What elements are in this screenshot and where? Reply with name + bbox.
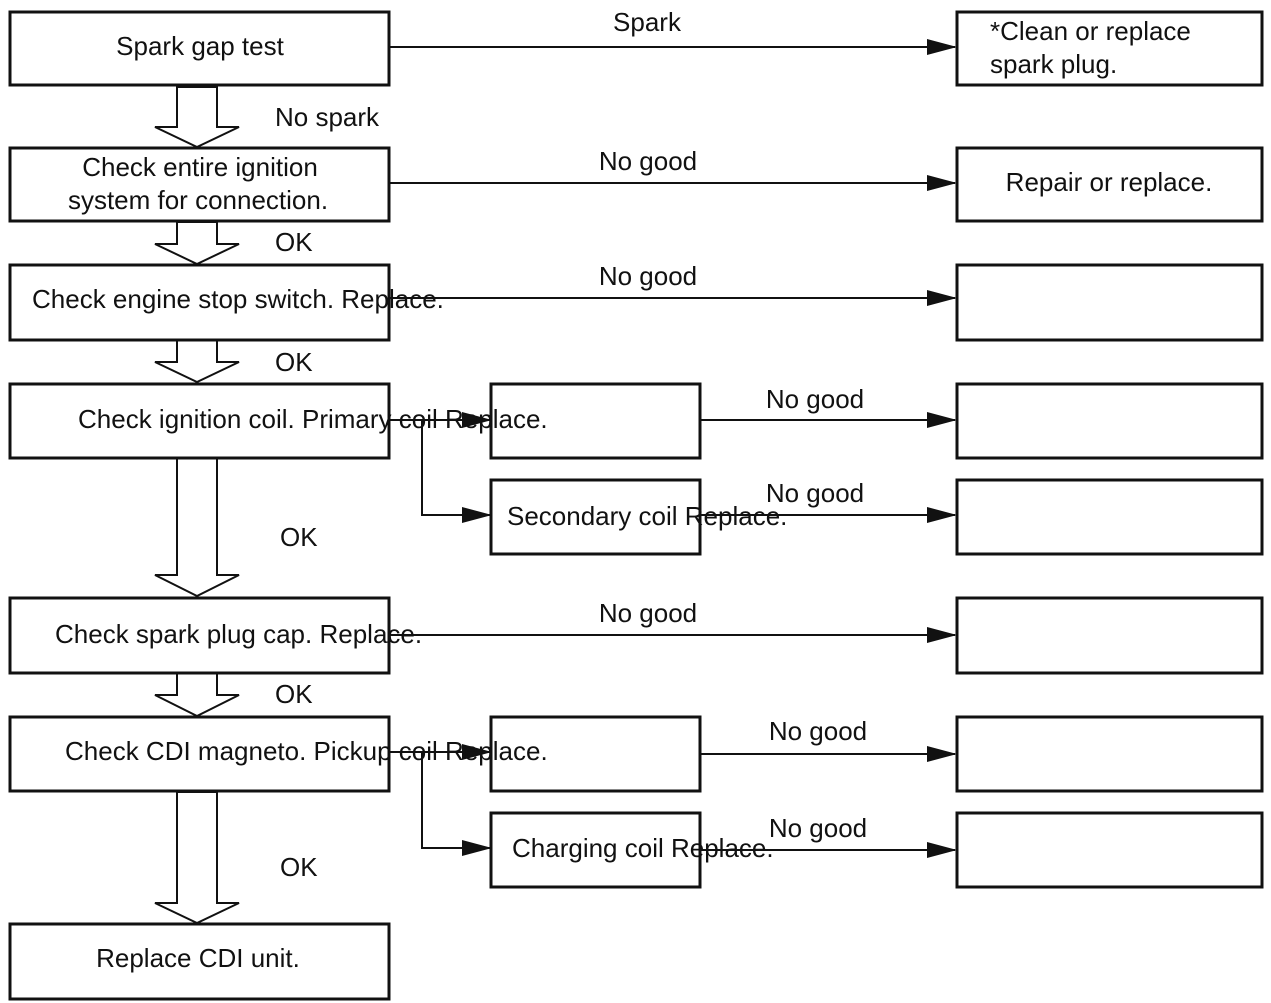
down-arrow-4 [154,457,240,598]
down-arrow-5 [154,672,240,718]
label-ok-3: OK [280,522,318,552]
node-labels: Spark gap test *Clean or replace spark p… [32,16,1212,973]
box-primary-coil [489,382,702,460]
label-no-good-5: No good [599,598,697,628]
box-check-cdi-magneto [8,715,391,793]
node-repair-or-replace: Repair or replace. [1006,167,1213,197]
label-no-good-1: No good [599,146,697,176]
down-arrows [154,86,240,925]
label-no-good-6: No good [769,716,867,746]
box-check-engine-stop-switch [8,263,391,342]
box-result-charging [955,811,1264,889]
box-result-engine-stop [955,263,1264,342]
label-spark: Spark [613,7,682,37]
arrow-to-charging-coil [421,752,492,856]
node-check-engine-stop-switch: Check engine stop switch. Replace. [32,284,444,314]
box-check-ignition-coil [8,382,391,460]
label-no-good-7: No good [769,813,867,843]
box-pickup-coil [489,715,702,793]
node-check-spark-plug-cap: Check spark plug cap. Replace. [55,619,422,649]
box-result-primary [955,382,1264,460]
label-ok-1: OK [275,227,313,257]
box-result-pickup [955,715,1264,793]
node-check-ignition-coil-primary: Check ignition coil. Primary coil Replac… [78,404,548,434]
box-check-spark-plug-cap [8,596,391,675]
arrow-to-secondary-coil [421,420,492,523]
label-ok-5: OK [280,852,318,882]
box-repair-replace [955,146,1264,223]
box-clean-replace [955,10,1264,87]
box-spark-gap-test [8,10,391,87]
down-arrow-3 [154,339,240,384]
down-arrow-6 [154,791,240,925]
node-clean-replace-line1: *Clean or replace [990,16,1191,46]
label-no-spark: No spark [275,102,380,132]
node-check-ignition-system-line2: system for connection. [68,185,328,215]
label-ok-2: OK [275,347,313,377]
boxes [8,10,1264,1001]
down-arrow-1 [154,86,240,149]
node-clean-replace-line2: spark plug. [990,49,1117,79]
node-replace-cdi-unit: Replace CDI unit. [96,943,300,973]
box-secondary-coil [489,478,702,556]
node-check-cdi-magneto-pickup: Check CDI magneto. Pickup coil Replace. [65,736,548,766]
box-check-ignition-system [8,146,391,223]
box-replace-cdi-unit [8,922,391,1001]
box-charging-coil [489,811,702,889]
node-secondary-coil: Secondary coil Replace. [507,501,787,531]
node-spark-gap-test: Spark gap test [116,31,284,61]
connector-lines [389,39,957,858]
node-charging-coil: Charging coil Replace. [512,833,774,863]
down-arrow-2 [154,221,240,266]
box-result-secondary [955,478,1264,556]
label-no-good-4: No good [766,478,864,508]
box-result-plug-cap [955,596,1264,675]
label-no-good-3: No good [766,384,864,414]
label-no-good-2: No good [599,261,697,291]
label-ok-4: OK [275,679,313,709]
node-check-ignition-system-line1: Check entire ignition [82,152,318,182]
edge-labels: Spark No spark No good OK No good OK No … [275,7,867,882]
